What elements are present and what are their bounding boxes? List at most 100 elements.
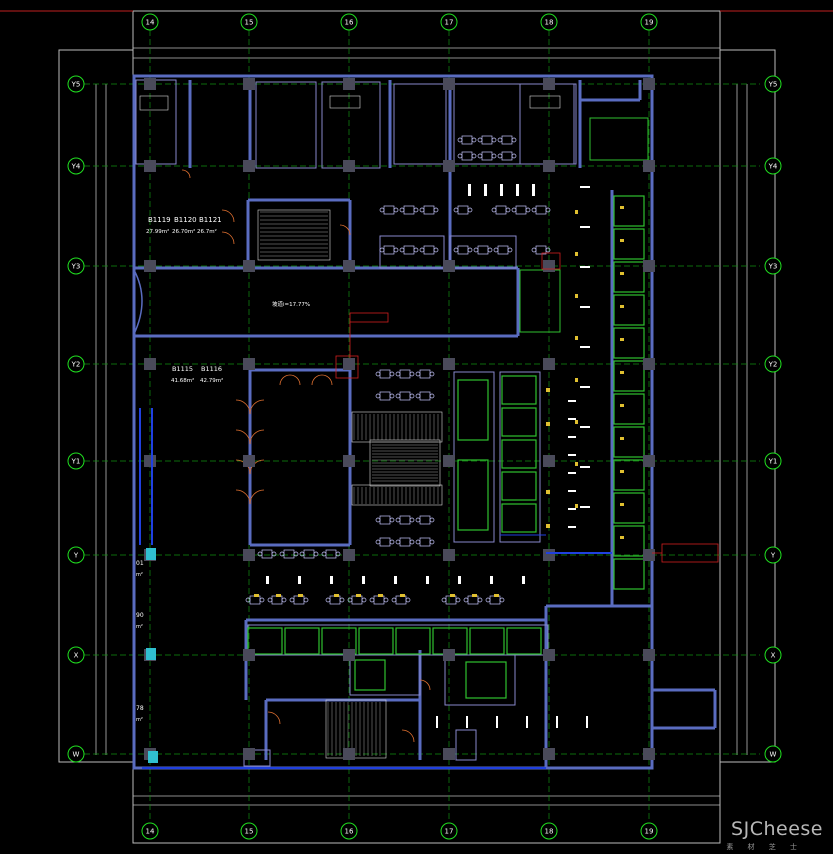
column xyxy=(343,649,355,661)
col-bubble-bottom-19: 19 xyxy=(640,822,658,840)
yellow-fixtures xyxy=(254,206,624,597)
yellow-mark xyxy=(546,422,550,426)
stall-cell xyxy=(465,661,507,699)
row-bubble-right-X: X xyxy=(764,646,782,664)
row-bubble-right-Y: Y xyxy=(764,546,782,564)
row-bubble-right-Y2: Y2 xyxy=(764,355,782,373)
table-set xyxy=(375,537,395,547)
table-set xyxy=(399,205,419,215)
column xyxy=(543,549,555,561)
yellow-mark xyxy=(620,503,624,506)
table-set xyxy=(415,515,435,525)
yellow-mark xyxy=(450,594,455,597)
table-set xyxy=(391,595,411,605)
stall-cell xyxy=(354,659,386,691)
svg-text:19: 19 xyxy=(645,19,654,27)
left-label-78: 78 xyxy=(136,705,144,712)
yellow-mark xyxy=(575,378,578,382)
yellow-mark xyxy=(575,462,578,466)
svg-text:W: W xyxy=(770,751,777,759)
svg-text:15: 15 xyxy=(245,828,254,836)
room-b1115-area: 41.68m² xyxy=(171,377,194,384)
ceiling-mark xyxy=(568,508,576,510)
svg-text:Y2: Y2 xyxy=(71,361,81,369)
svg-text:16: 16 xyxy=(345,19,354,27)
yellow-mark xyxy=(298,594,303,597)
column xyxy=(443,358,455,370)
table-set xyxy=(395,391,415,401)
column xyxy=(443,455,455,467)
svg-text:19: 19 xyxy=(645,828,654,836)
table-set xyxy=(347,595,367,605)
column xyxy=(643,358,655,370)
column xyxy=(343,549,355,561)
table-set xyxy=(399,245,419,255)
column xyxy=(144,260,156,272)
column xyxy=(443,649,455,661)
stall-cell xyxy=(613,525,645,557)
table-set xyxy=(369,595,389,605)
column xyxy=(243,358,255,370)
svg-text:17: 17 xyxy=(445,19,454,27)
col-bubble-top-14: 14 xyxy=(141,13,159,31)
stall-cell xyxy=(613,360,645,392)
ceiling-mark xyxy=(568,400,576,402)
column xyxy=(243,78,255,90)
stall-cell xyxy=(613,393,645,425)
stall-cell xyxy=(613,426,645,458)
ceiling-mark xyxy=(568,472,576,474)
svg-text:Y3: Y3 xyxy=(71,263,81,271)
ceiling-mark xyxy=(568,418,576,420)
table-set xyxy=(419,205,439,215)
table-set xyxy=(531,205,551,215)
stall-cell xyxy=(501,439,537,469)
table-set xyxy=(395,537,415,547)
row-bubble-left-X: X xyxy=(67,646,85,664)
room-b1121-area: 26.7m² xyxy=(197,228,217,235)
ceiling-mark xyxy=(580,186,590,188)
svg-text:Y5: Y5 xyxy=(768,81,778,89)
stall-cell xyxy=(501,407,537,437)
column xyxy=(343,260,355,272)
sheet-frame xyxy=(0,10,833,844)
ceiling-mark xyxy=(586,716,588,728)
col-bubble-top-16: 16 xyxy=(340,13,358,31)
stall-cell xyxy=(247,627,283,655)
table-set xyxy=(457,135,477,145)
stall-cell xyxy=(395,627,431,655)
table-set xyxy=(477,135,497,145)
ceiling-mark xyxy=(532,184,535,196)
table-set xyxy=(497,135,517,145)
table-set xyxy=(453,245,473,255)
ceiling-mark xyxy=(500,184,503,196)
svg-text:17: 17 xyxy=(445,828,454,836)
ceiling-mark xyxy=(580,346,590,348)
yellow-mark xyxy=(620,338,624,341)
yellow-mark xyxy=(472,594,477,597)
svg-text:W: W xyxy=(73,751,80,759)
stall-cell xyxy=(321,627,357,655)
building-walls xyxy=(132,74,717,770)
column xyxy=(343,455,355,467)
svg-text:Y1: Y1 xyxy=(71,458,81,466)
column xyxy=(443,78,455,90)
svg-text:Y: Y xyxy=(770,552,776,560)
svg-text:X: X xyxy=(74,652,79,660)
yellow-mark xyxy=(620,470,624,473)
yellow-mark xyxy=(254,594,259,597)
table-set xyxy=(375,391,395,401)
table-set xyxy=(395,515,415,525)
ceiling-mark xyxy=(266,576,269,584)
column xyxy=(643,78,655,90)
column xyxy=(144,455,156,467)
table-set xyxy=(473,245,493,255)
column xyxy=(443,748,455,760)
table-set xyxy=(325,595,345,605)
stall-cell xyxy=(613,492,645,524)
column xyxy=(343,160,355,172)
yellow-mark xyxy=(356,594,361,597)
table-set xyxy=(419,245,439,255)
yellow-mark xyxy=(620,272,624,275)
ceiling-mark xyxy=(568,454,576,456)
stall-cell xyxy=(613,327,645,359)
